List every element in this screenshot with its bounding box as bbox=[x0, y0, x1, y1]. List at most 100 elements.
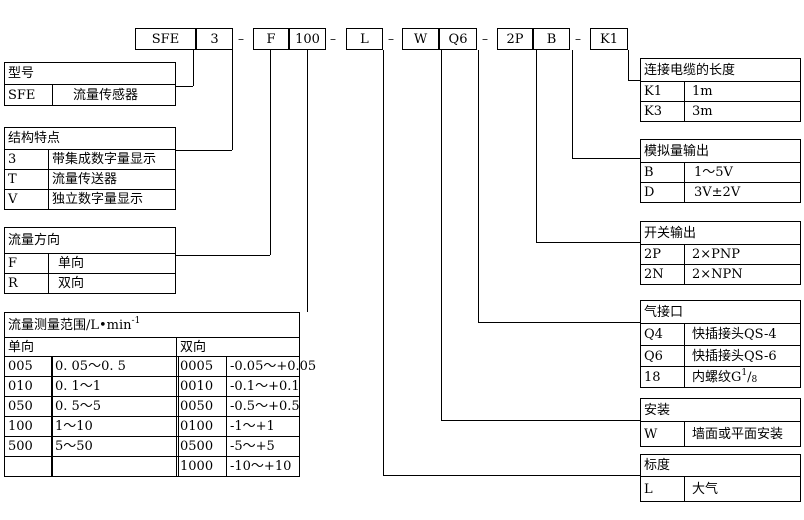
switch-title: 开关输出 bbox=[640, 221, 801, 245]
connector-structure bbox=[175, 150, 232, 151]
switch-code: 2N bbox=[640, 264, 685, 285]
structure-desc: 独立数字量显示 bbox=[48, 189, 176, 210]
range-uni-value: 0. 1～1 bbox=[51, 376, 179, 397]
code-segment-switch: 2P bbox=[497, 28, 533, 50]
direction-desc: 单向 bbox=[48, 253, 176, 274]
connector-scale bbox=[383, 475, 641, 476]
cable-desc: 3m bbox=[684, 101, 801, 122]
connector-port bbox=[478, 50, 479, 322]
cable-code: K1 bbox=[640, 81, 685, 102]
connector-direction bbox=[175, 255, 270, 256]
range-uni-code: 010 bbox=[4, 376, 53, 397]
structure-code: 3 bbox=[4, 149, 49, 170]
port-code: Q6 bbox=[640, 345, 685, 367]
structure-desc: 流量传送器 bbox=[48, 169, 176, 190]
range-bi-value: -0.1～+0.1 bbox=[226, 376, 300, 397]
code-segment-analog: B bbox=[533, 28, 570, 50]
mount-desc: 墙面或平面安装 bbox=[684, 421, 801, 447]
analog-code: D bbox=[640, 182, 685, 203]
code-separator: – bbox=[575, 32, 581, 46]
range-bi-code: 0010 bbox=[176, 376, 227, 397]
range-uni-code: 050 bbox=[4, 396, 53, 417]
connector-range bbox=[307, 50, 308, 312]
port-thread-text: 内螺纹G bbox=[692, 369, 742, 385]
direction-desc: 双向 bbox=[48, 273, 176, 294]
code-segment-scale: L bbox=[346, 28, 383, 50]
range-bi-code: 0100 bbox=[176, 416, 227, 437]
connector-model bbox=[175, 86, 193, 87]
port-desc: 快插接头QS-4 bbox=[684, 323, 801, 346]
scale-code: L bbox=[640, 476, 685, 502]
range-uni-value: 1～10 bbox=[51, 416, 179, 437]
structure-desc: 带集成数字量显示 bbox=[48, 149, 176, 170]
code-separator: – bbox=[330, 32, 336, 46]
code-segment-cable: K1 bbox=[590, 28, 628, 50]
range-uni-header: 单向 bbox=[4, 337, 177, 357]
range-title: 流量测量范围/L•min-1 bbox=[4, 312, 300, 338]
range-bi-value: -0.05～+0.05 bbox=[226, 356, 316, 377]
code-segment-range: 100 bbox=[289, 28, 326, 50]
direction-title: 流量方向 bbox=[4, 227, 176, 254]
range-bi-value: -1～+1 bbox=[226, 416, 300, 437]
range-bi-header: 双向 bbox=[176, 337, 300, 357]
analog-code: B bbox=[640, 162, 685, 183]
connector-analog bbox=[572, 50, 573, 158]
connector-cable bbox=[628, 80, 641, 81]
connector-structure bbox=[232, 50, 233, 150]
connector-switch bbox=[536, 50, 537, 242]
range-bi-value: -0.5～+0.5 bbox=[226, 396, 300, 417]
direction-code: R bbox=[4, 273, 49, 294]
scale-desc: 大气 bbox=[684, 476, 801, 502]
connector-direction bbox=[270, 50, 271, 255]
range-bi-value: -10～+10 bbox=[226, 456, 300, 477]
analog-title: 模拟量输出 bbox=[640, 139, 801, 163]
switch-desc: 2×PNP bbox=[684, 244, 801, 265]
model-code: SFE bbox=[4, 84, 53, 106]
analog-desc: 1～5V bbox=[684, 162, 801, 183]
range-bi-code: 0050 bbox=[176, 396, 227, 417]
range-uni-code: 100 bbox=[4, 416, 53, 437]
mount-code: W bbox=[640, 421, 685, 447]
fraction-slash: / bbox=[747, 369, 752, 385]
mount-title: 安装 bbox=[640, 398, 801, 422]
range-uni-code: 500 bbox=[4, 436, 53, 457]
range-bi-value: -5～+5 bbox=[226, 436, 300, 457]
analog-desc: 3V±2V bbox=[684, 182, 801, 203]
model-desc: 流量传感器 bbox=[52, 84, 176, 106]
structure-title: 结构特点 bbox=[4, 127, 176, 150]
code-segment-sfe: SFE bbox=[135, 28, 196, 50]
structure-code: T bbox=[4, 169, 49, 190]
code-segment-port: Q6 bbox=[439, 28, 477, 50]
connector-mount bbox=[441, 420, 641, 421]
code-separator: – bbox=[482, 32, 488, 46]
port-title: 气接口 bbox=[640, 300, 801, 324]
connector-port bbox=[478, 322, 641, 323]
connector-mount bbox=[441, 50, 442, 420]
range-bi-code: 0500 bbox=[176, 436, 227, 457]
range-uni-code: 005 bbox=[4, 356, 53, 377]
range-bi-code: 0005 bbox=[176, 356, 227, 377]
cable-desc: 1m bbox=[684, 81, 801, 102]
range-title-text: 流量测量范围/L•min bbox=[8, 317, 132, 333]
connector-switch bbox=[536, 242, 641, 243]
connector-model bbox=[193, 50, 194, 86]
range-uni-value: 0. 05～0. 5 bbox=[51, 356, 179, 377]
connector-cable bbox=[628, 50, 629, 80]
code-segment-direction: F bbox=[253, 28, 289, 50]
range-bi-code: 1000 bbox=[176, 456, 227, 477]
port-code: Q4 bbox=[640, 323, 685, 346]
cable-code: K3 bbox=[640, 101, 685, 122]
range-uni-value: 0. 5～5 bbox=[51, 396, 179, 417]
code-segment-structure: 3 bbox=[196, 28, 233, 50]
range-uni-value bbox=[51, 456, 179, 477]
scale-title: 标度 bbox=[640, 454, 801, 477]
code-separator: – bbox=[388, 32, 394, 46]
port-code: 18 bbox=[640, 366, 685, 388]
range-uni-code bbox=[4, 456, 53, 477]
port-desc: 快插接头QS-6 bbox=[684, 345, 801, 367]
switch-desc: 2×NPN bbox=[684, 264, 801, 285]
code-segment-mount: W bbox=[402, 28, 439, 50]
cable-title: 连接电缆的长度 bbox=[640, 58, 801, 82]
